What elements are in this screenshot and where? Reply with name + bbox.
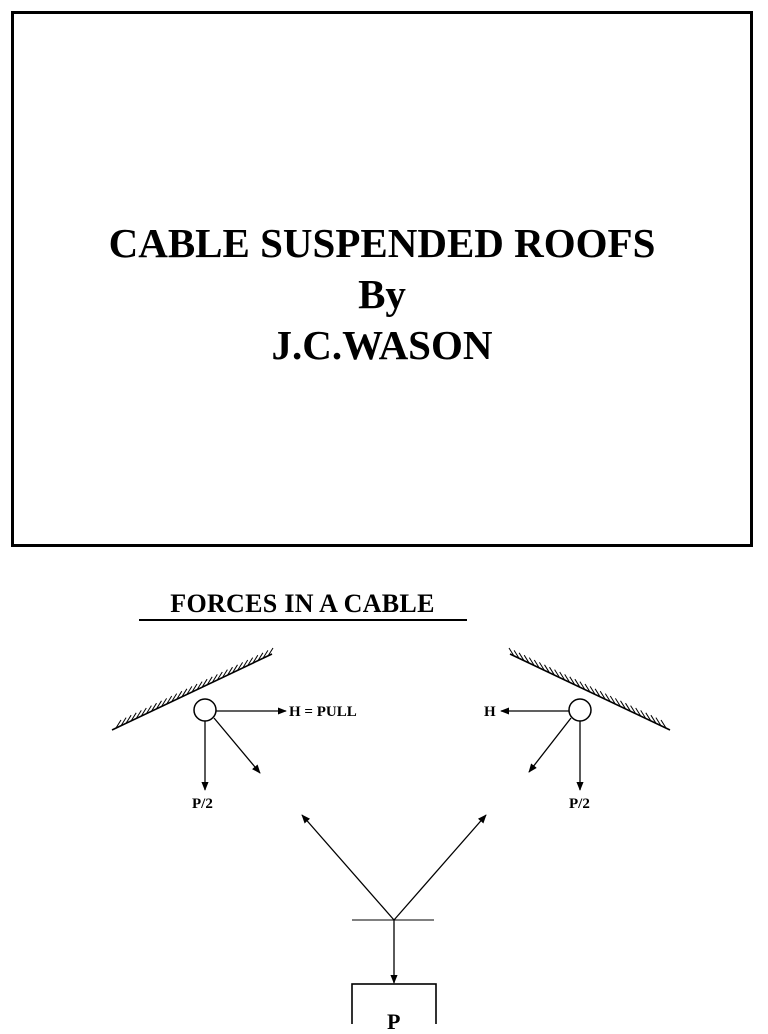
- hatch-tick: [645, 712, 652, 722]
- hatch-tick: [559, 671, 566, 681]
- hatch-tick: [206, 676, 213, 686]
- hatch-tick: [518, 652, 525, 662]
- cable-left-arrow: [301, 814, 395, 921]
- left-h-pull-label: H = PULL: [289, 704, 357, 720]
- left-wall-hatching: [115, 647, 274, 729]
- right-resultant-arrow: [528, 717, 572, 773]
- hatch-tick: [533, 659, 540, 669]
- forces-diagram: [111, 647, 671, 1024]
- hatch-tick: [508, 647, 515, 657]
- hatch-tick: [650, 714, 657, 724]
- hatch-tick: [528, 657, 535, 666]
- hatch-tick: [130, 712, 137, 722]
- hatch-tick: [151, 702, 157, 712]
- title-author: J.C.WASON: [271, 322, 493, 368]
- hatch-tick: [191, 683, 198, 693]
- hatch-tick: [211, 674, 218, 683]
- hatch-tick: [247, 657, 254, 666]
- hatch-tick: [145, 705, 152, 714]
- hatch-tick: [604, 693, 611, 702]
- load-label: P: [387, 1009, 401, 1034]
- hatch-tick: [584, 683, 591, 693]
- hatch-tick: [171, 693, 178, 702]
- right-wall-hatching: [508, 647, 667, 729]
- hatch-tick: [196, 681, 203, 690]
- hatch-tick: [614, 698, 621, 707]
- hatch-tick: [267, 647, 274, 657]
- title-by: By: [358, 271, 406, 317]
- hatch-tick: [549, 666, 555, 676]
- hatch-tick: [140, 707, 147, 717]
- hatch-tick: [660, 719, 667, 729]
- left-p2-label: P/2: [192, 796, 213, 812]
- load-box: [351, 983, 437, 1024]
- hatch-tick: [538, 662, 545, 671]
- hatch-tick: [599, 690, 606, 700]
- hatch-tick: [125, 714, 132, 724]
- hatch-tick: [176, 690, 183, 700]
- title-main: CABLE SUSPENDED ROOFS: [108, 220, 656, 266]
- hatch-tick: [625, 702, 631, 712]
- left-pin-node: [193, 698, 217, 722]
- right-p2-label: P/2: [569, 796, 590, 812]
- hatch-tick: [589, 686, 596, 695]
- load-point: [301, 814, 487, 1024]
- hatch-tick: [609, 695, 616, 705]
- hatch-tick: [186, 686, 193, 695]
- hatch-tick: [594, 688, 601, 698]
- hatch-tick: [161, 698, 168, 707]
- hatch-tick: [166, 695, 173, 705]
- hatch-tick: [201, 678, 208, 688]
- hatch-tick: [181, 688, 188, 698]
- hatch-tick: [574, 678, 581, 688]
- hatch-tick: [564, 674, 571, 683]
- hatch-tick: [544, 664, 550, 674]
- hatch-tick: [640, 710, 647, 719]
- hatch-tick: [227, 666, 233, 676]
- title-block: CABLE SUSPENDED ROOFS By J.C.WASON: [14, 218, 750, 371]
- hatch-tick: [115, 719, 122, 729]
- hatch-tick: [655, 717, 662, 726]
- hatch-tick: [252, 654, 259, 664]
- hatch-tick: [579, 681, 586, 690]
- title-slide: CABLE SUSPENDED ROOFS By J.C.WASON: [11, 11, 753, 547]
- hatch-tick: [630, 705, 637, 714]
- hatch-tick: [569, 676, 576, 686]
- hatch-tick: [237, 662, 244, 671]
- hatch-tick: [135, 710, 142, 719]
- hatch-tick: [554, 669, 561, 678]
- diagram-heading: FORCES IN A CABLE: [170, 589, 435, 618]
- hatch-tick: [513, 650, 520, 659]
- hatch-tick: [216, 671, 223, 681]
- cable-right-arrow: [393, 814, 487, 921]
- hatch-tick: [242, 659, 249, 669]
- hatch-tick: [523, 654, 530, 664]
- hatch-tick: [156, 700, 162, 710]
- hatch-tick: [221, 669, 228, 678]
- hatch-tick: [120, 717, 127, 726]
- right-h-label: H: [484, 704, 496, 720]
- right-support: [500, 647, 671, 791]
- hatch-tick: [620, 700, 626, 710]
- heading-underline: [139, 619, 467, 621]
- hatch-tick: [232, 664, 238, 674]
- hatch-tick: [262, 650, 269, 659]
- left-resultant-arrow: [213, 717, 261, 774]
- right-pin-node: [568, 698, 592, 722]
- left-support: [111, 647, 287, 791]
- hatch-tick: [635, 707, 642, 717]
- hatch-tick: [257, 652, 264, 662]
